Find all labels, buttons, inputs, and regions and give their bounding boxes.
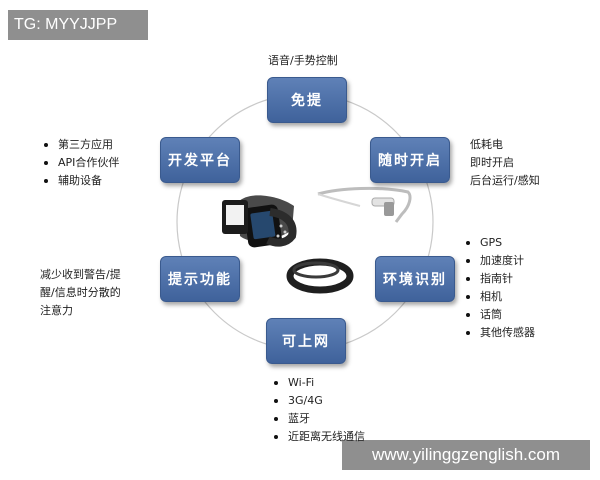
- node-dev-platform: 开发平台: [160, 137, 240, 183]
- node-environment-recognition: 环境识别: [375, 256, 455, 302]
- node-internet: 可上网: [266, 318, 346, 364]
- watermark-tag: TG: MYYJJPP: [8, 10, 148, 40]
- list-item: 辅助设备: [40, 172, 119, 190]
- label-notification-benefit: 减少收到警告/提 醒/信息时分散的 注意力: [40, 266, 121, 320]
- watermark-url: www.yilinggzenglish.com: [342, 440, 590, 470]
- connection-ring: [176, 93, 434, 351]
- list-item: 加速度计: [462, 252, 535, 270]
- list-item: 蓝牙: [270, 410, 365, 428]
- label-voice-gesture: 语音/手势控制: [268, 54, 338, 67]
- list-item: 3G/4G: [270, 392, 365, 410]
- list-item: 相机: [462, 288, 535, 306]
- label-line: 低耗电: [470, 138, 503, 151]
- list-item: GPS: [462, 234, 535, 252]
- label-line: 减少收到警告/提: [40, 268, 121, 281]
- label-line: 即时开启: [470, 156, 514, 169]
- list-item: Wi-Fi: [270, 374, 365, 392]
- list-dev-platform: 第三方应用 API合作伙伴 辅助设备: [40, 136, 119, 190]
- label-always-on-features: 低耗电 即时开启 后台运行/感知: [470, 136, 540, 190]
- node-notification: 提示功能: [160, 256, 240, 302]
- list-item: 其他传感器: [462, 324, 535, 342]
- list-item: 近距离无线通信: [270, 428, 365, 446]
- smartwatch-image: [222, 195, 297, 248]
- label-line: 醒/信息时分散的: [40, 286, 121, 299]
- label-line: 注意力: [40, 304, 73, 317]
- list-sensors: GPS 加速度计 指南针 相机 话筒 其他传感器: [462, 234, 535, 342]
- list-item: 话筒: [462, 306, 535, 324]
- label-line: 后台运行/感知: [470, 174, 540, 187]
- list-item: 指南针: [462, 270, 535, 288]
- node-hands-free: 免提: [267, 77, 347, 123]
- smart-glasses-image: [317, 186, 412, 223]
- list-item: API合作伙伴: [40, 154, 119, 172]
- wristband-image: [286, 258, 354, 294]
- node-always-on: 随时开启: [370, 137, 450, 183]
- list-connectivity: Wi-Fi 3G/4G 蓝牙 近距离无线通信: [270, 374, 365, 446]
- list-item: 第三方应用: [40, 136, 119, 154]
